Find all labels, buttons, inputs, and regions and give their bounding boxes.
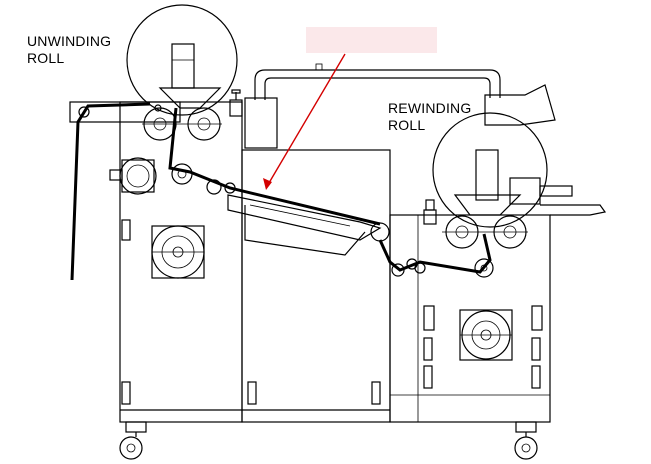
right-top-rollers (423, 177, 573, 249)
top-arm (69, 101, 181, 123)
tray (227, 194, 390, 256)
callout-box (306, 27, 437, 53)
callout (263, 27, 437, 190)
left-top-rollers (142, 89, 243, 141)
web-path (70, 102, 492, 281)
unwinding-roll (126, 4, 238, 116)
duct (244, 63, 501, 149)
right-motor (459, 309, 513, 361)
rewinding-roll-label: REWINDING ROLL (388, 100, 471, 134)
right-latches (423, 305, 543, 389)
rewinding-label-line1: REWINDING (388, 100, 472, 116)
left-gear (109, 157, 157, 195)
left-motor (151, 225, 205, 279)
unwinding-label-line1: UNWINDING (27, 33, 112, 49)
casters (119, 421, 538, 460)
callout-arrow (265, 53, 346, 189)
callout-arrowhead (263, 178, 272, 190)
left-latches (121, 219, 381, 405)
unwinding-label-line2: ROLL (27, 50, 65, 66)
left-frame (119, 101, 391, 423)
unwinding-roll-label: UNWINDING ROLL (27, 33, 111, 67)
rewinding-label-line2: ROLL (388, 117, 426, 133)
rewinding-roll (432, 84, 556, 228)
